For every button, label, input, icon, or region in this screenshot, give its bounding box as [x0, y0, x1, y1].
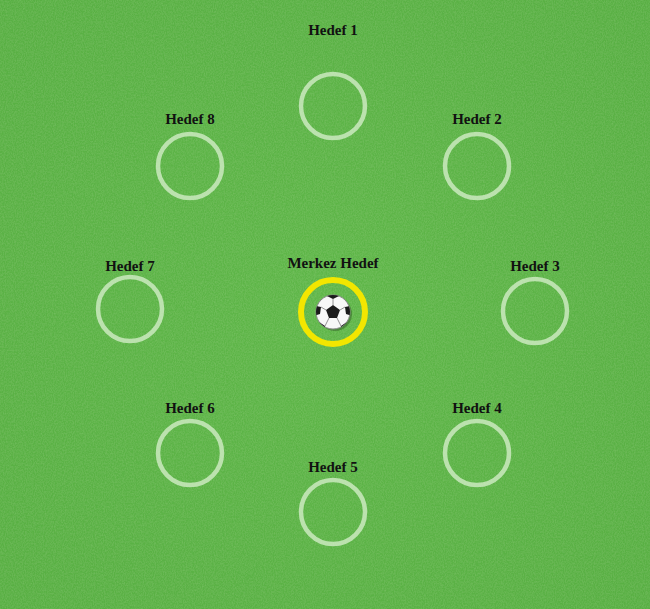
- target-ring: [441, 130, 513, 202]
- target-ring: [154, 417, 226, 489]
- target-ring: [297, 476, 369, 548]
- target-label: Hedef 3: [497, 257, 573, 275]
- target-label: Hedef 2: [439, 110, 515, 128]
- target-circle: Hedef 3: [497, 257, 573, 347]
- target-circle: Hedef 4: [439, 399, 515, 489]
- target-ring: [441, 417, 513, 489]
- target-circle: Hedef 8: [152, 110, 228, 202]
- target-label: Hedef 1: [295, 21, 371, 39]
- target-label: Merkez Hedef: [285, 254, 381, 272]
- target-ring: [499, 275, 571, 347]
- target-circle: Hedef 1: [295, 21, 371, 142]
- target-label: Hedef 8: [152, 110, 228, 128]
- target-label: Hedef 5: [295, 458, 371, 476]
- target-circle: Hedef 7: [92, 257, 168, 345]
- target-ring: [94, 273, 166, 345]
- target-circle: Hedef 5: [295, 458, 371, 548]
- target-circle: Hedef 6: [152, 399, 228, 489]
- target-label: Hedef 6: [152, 399, 228, 417]
- soccer-ball: [314, 290, 352, 333]
- target-label: Hedef 4: [439, 399, 515, 417]
- target-label: Hedef 7: [92, 257, 168, 275]
- target-ring: [297, 70, 369, 142]
- target-ring: [154, 130, 226, 202]
- target-circle: Hedef 2: [439, 110, 515, 202]
- target-ring: [297, 276, 369, 348]
- center-target: Merkez Hedef: [285, 254, 381, 348]
